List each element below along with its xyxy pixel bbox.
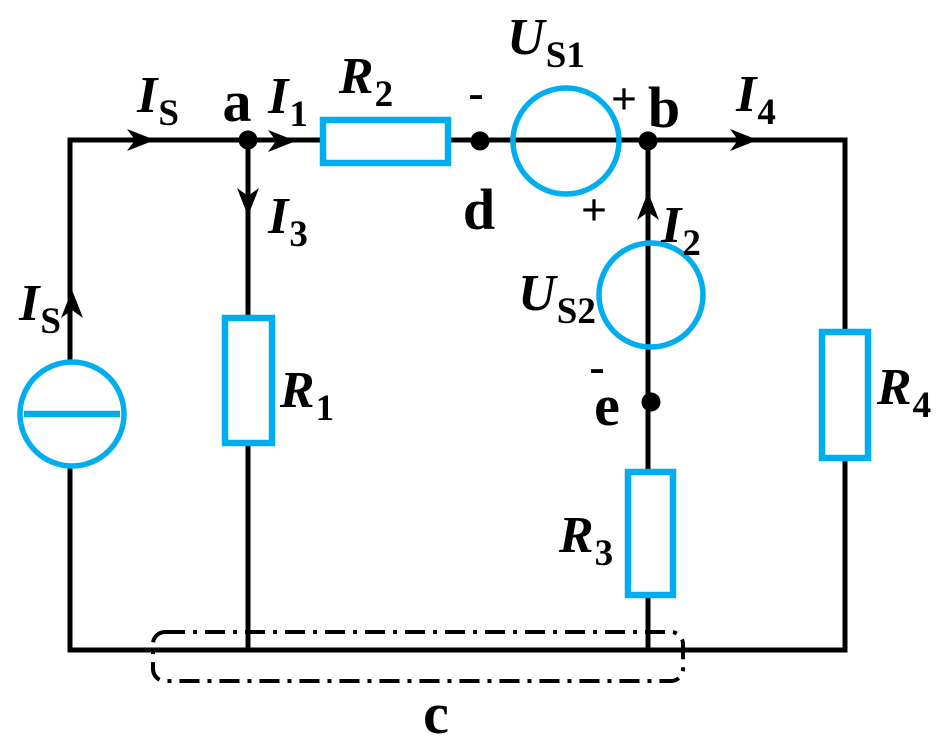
resistor-r4-symbol bbox=[818, 328, 872, 462]
resistor-r3-symbol bbox=[624, 468, 677, 599]
node-dot-b bbox=[638, 131, 658, 151]
node-dot-d bbox=[470, 131, 490, 151]
node-label-e: e bbox=[594, 377, 620, 435]
is-left-letter: I bbox=[19, 275, 40, 332]
arrow-i4 bbox=[730, 129, 758, 151]
is-left-subscript: S bbox=[40, 301, 61, 342]
us1-subscript: S1 bbox=[545, 35, 585, 76]
outer-loop-wire bbox=[67, 137, 848, 653]
current-label-is-top: IS bbox=[137, 67, 179, 133]
polarity-plus-us2: + bbox=[581, 187, 607, 233]
i3-letter: I bbox=[268, 188, 289, 245]
plus-sign: + bbox=[610, 73, 638, 124]
i3-subscript: 3 bbox=[289, 214, 308, 255]
resistor-label-r4: R4 bbox=[876, 359, 931, 425]
resistor-label-r2: R2 bbox=[338, 48, 393, 114]
is-top-subscript: S bbox=[158, 93, 179, 134]
current-label-i2: I2 bbox=[661, 197, 701, 263]
a-letter: a bbox=[222, 69, 252, 134]
current-label-is-left: IS bbox=[19, 275, 61, 341]
voltage-source-us1-symbol bbox=[510, 85, 622, 197]
polarity-plus-us1: + bbox=[611, 76, 637, 122]
r3-subscript: 3 bbox=[594, 533, 614, 574]
us2-letter: U bbox=[518, 265, 556, 322]
i1-letter: I bbox=[268, 68, 289, 125]
resistor-r1-symbol bbox=[221, 314, 276, 447]
arrow-i2 bbox=[637, 192, 659, 220]
reference-box-c bbox=[151, 630, 685, 683]
node-label-d: d bbox=[463, 181, 495, 239]
source-label-us1: US1 bbox=[507, 9, 585, 75]
i1-subscript: 1 bbox=[289, 94, 308, 135]
e-letter: e bbox=[594, 373, 620, 438]
node-dot-e bbox=[641, 392, 661, 412]
node-label-c: c bbox=[423, 685, 449, 742]
us2-subscript: S2 bbox=[556, 291, 596, 332]
arrow-is-left bbox=[61, 290, 83, 318]
minus-sign: - bbox=[468, 67, 484, 118]
is-top-letter: I bbox=[137, 67, 158, 124]
polarity-minus-us2: - bbox=[589, 344, 604, 390]
r4-letter: R bbox=[876, 359, 912, 416]
arrow-i3 bbox=[237, 188, 259, 216]
r1-subscript: 1 bbox=[315, 388, 335, 429]
voltage-source-us2-symbol bbox=[596, 240, 706, 350]
i2-subscript: 2 bbox=[682, 223, 701, 264]
current-label-i3: I3 bbox=[268, 188, 308, 254]
c-letter: c bbox=[423, 681, 449, 742]
arrow-is-top bbox=[127, 129, 155, 151]
node-label-b: b bbox=[648, 79, 680, 137]
us1-letter: U bbox=[507, 9, 545, 66]
resistor-label-r1: R1 bbox=[279, 362, 334, 428]
current-label-i4: I4 bbox=[736, 66, 776, 132]
i4-subscript: 4 bbox=[757, 92, 776, 133]
minus-sign: - bbox=[589, 341, 605, 392]
d-letter: d bbox=[462, 177, 496, 242]
plus-sign: + bbox=[580, 184, 608, 235]
node-label-a: a bbox=[223, 73, 252, 131]
i4-letter: I bbox=[736, 66, 757, 123]
node-dot-a bbox=[238, 130, 258, 150]
resistor-label-r3: R3 bbox=[558, 507, 613, 573]
resistor-r2-symbol bbox=[319, 116, 452, 167]
r4-subscript: 4 bbox=[912, 385, 932, 426]
i2-letter: I bbox=[661, 197, 682, 254]
b-letter: b bbox=[647, 75, 681, 140]
polarity-minus-us1: - bbox=[468, 70, 483, 116]
current-label-i1: I1 bbox=[268, 68, 308, 134]
r3-letter: R bbox=[558, 507, 594, 564]
source-label-us2: US2 bbox=[518, 265, 596, 331]
arrow-i1 bbox=[268, 130, 296, 152]
r1-letter: R bbox=[279, 362, 315, 419]
r2-letter: R bbox=[338, 48, 374, 105]
r2-subscript: 2 bbox=[374, 74, 394, 115]
